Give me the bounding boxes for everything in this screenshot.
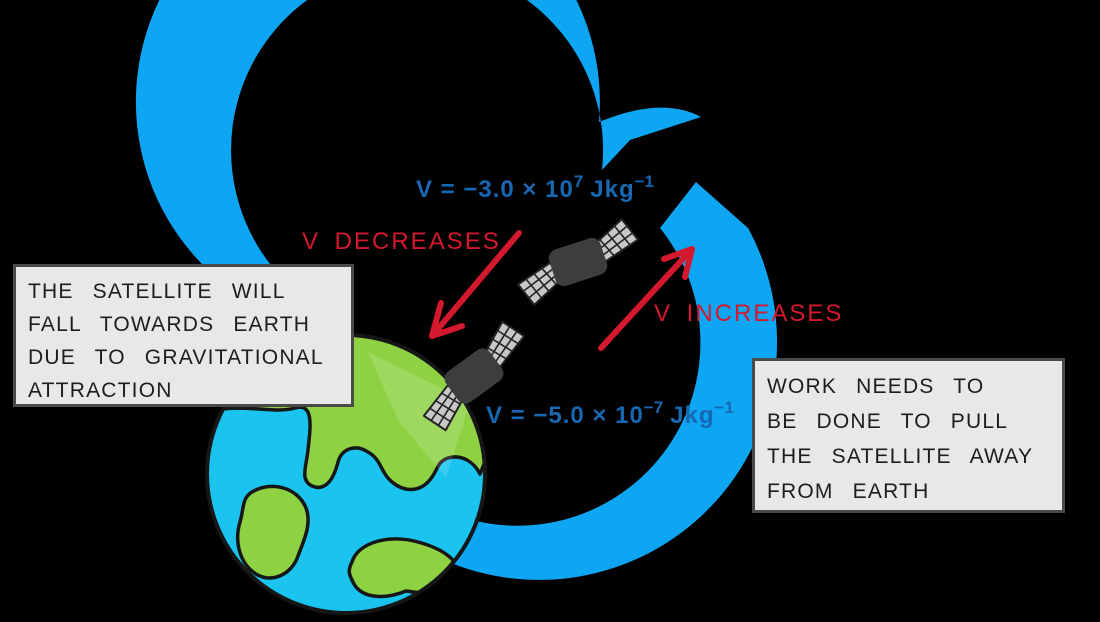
note-line: FALL TOWARDS EARTH (28, 313, 311, 336)
note-line: FROM EARTH (767, 480, 930, 503)
potential-lower-unit: Jkg (670, 402, 715, 429)
v-increases-label: V INCREASES (654, 300, 844, 327)
potential-upper-lead: V = −3.0 × 10 (416, 176, 574, 203)
note-line: BE DONE TO PULL (767, 410, 1009, 433)
v-decreases-label: V DECREASES (302, 228, 501, 255)
potential-label-lower: V = −5.0 × 10−7 Jkg−1 (486, 398, 734, 430)
orbit-arrow-top (135, 0, 701, 320)
potential-label-upper: V = −3.0 × 107 Jkg−1 (416, 172, 654, 204)
satellite-upper-icon (512, 218, 643, 307)
v-increases-arrow (598, 246, 695, 351)
note-line: WORK NEEDS TO (767, 375, 985, 398)
note-satellite-falls: THE SATELLITE WILL FALL TOWARDS EARTH DU… (13, 264, 354, 407)
potential-upper-unit: Jkg (590, 176, 635, 203)
note-line: DUE TO GRAVITATIONAL (28, 346, 324, 369)
potential-lower-unit-exponent: −1 (714, 398, 734, 417)
potential-lower-lead: V = −5.0 × 10 (486, 402, 644, 429)
potential-upper-unit-exponent: −1 (634, 172, 655, 191)
potential-upper-exponent: 7 (573, 172, 584, 191)
note-line: ATTRACTION (28, 379, 173, 402)
earth-sheen (368, 352, 470, 478)
orbit-arrow-right (433, 182, 778, 580)
note-work-needed: WORK NEEDS TO BE DONE TO PULL THE SATELL… (752, 358, 1065, 513)
note-line: THE SATELLITE WILL (28, 280, 286, 303)
note-line: THE SATELLITE AWAY (767, 445, 1034, 468)
earth-continent-west (235, 484, 310, 580)
potential-lower-exponent: −7 (643, 398, 664, 417)
v-decreases-arrow (429, 230, 522, 339)
